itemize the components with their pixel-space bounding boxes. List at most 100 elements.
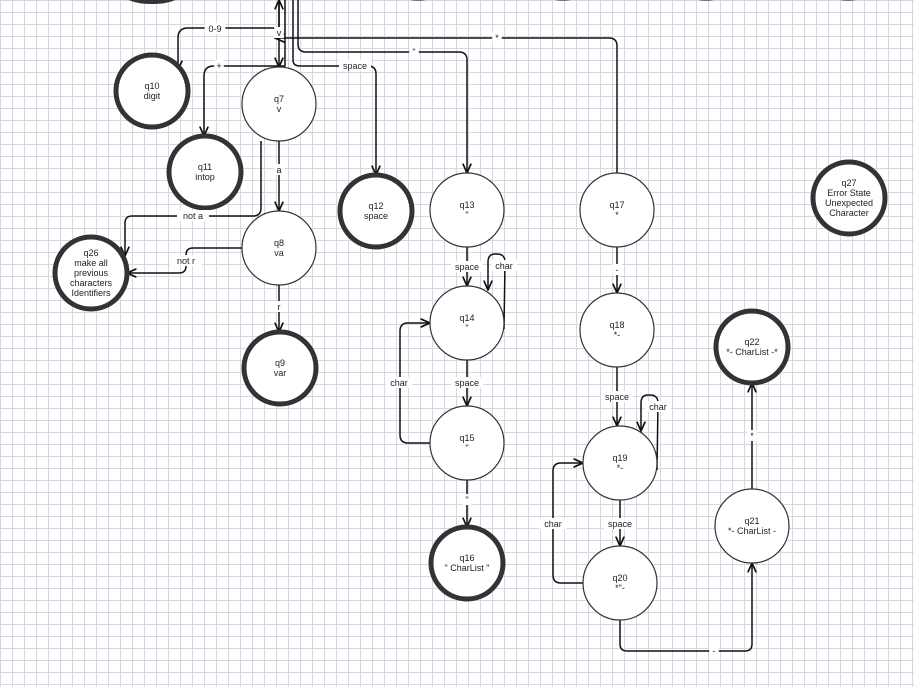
state-q20: q20*"- bbox=[582, 545, 658, 621]
state-circle bbox=[241, 66, 317, 142]
state-description: v bbox=[277, 104, 282, 114]
accepting-state-circle bbox=[52, 234, 130, 312]
state-description: Unexpected bbox=[825, 198, 873, 208]
edge-label-text: char bbox=[495, 261, 513, 271]
state-description: " bbox=[465, 210, 468, 220]
state-circle bbox=[714, 488, 790, 564]
edge-label-q8-q9: r bbox=[274, 301, 284, 312]
state-name: q10 bbox=[144, 81, 159, 91]
state-name: q9 bbox=[275, 358, 285, 368]
state-name: q8 bbox=[274, 238, 284, 248]
state-description: intop bbox=[195, 172, 215, 182]
edge-line bbox=[178, 0, 280, 70]
state-circle bbox=[582, 545, 658, 621]
state-name: q12 bbox=[368, 201, 383, 211]
edge-label-text: - bbox=[713, 646, 716, 656]
edge-label-text: space bbox=[608, 519, 632, 529]
state-name: q18 bbox=[609, 320, 624, 330]
edge-label-q13-q14: space bbox=[451, 261, 483, 272]
state-description: previous bbox=[74, 268, 109, 278]
edge-label-text: space bbox=[455, 262, 479, 272]
edge-label-text: 0-9 bbox=[208, 24, 221, 34]
edge-label-q17-q18: - bbox=[612, 264, 622, 275]
state-description: *- bbox=[614, 330, 621, 340]
state-name: q22 bbox=[744, 337, 759, 347]
edge-label-text: not r bbox=[177, 256, 195, 266]
edge-label-text: v bbox=[277, 28, 282, 38]
edge-label-text: * bbox=[750, 431, 754, 441]
edge-line bbox=[275, 38, 618, 173]
state-circle bbox=[429, 405, 505, 481]
edge-label-to-q13: " bbox=[409, 46, 419, 57]
state-description: Identifiers bbox=[71, 288, 111, 298]
state-description: *- bbox=[617, 463, 624, 473]
edge-q20-q21 bbox=[619, 563, 752, 652]
edge-label-text: not a bbox=[183, 211, 203, 221]
accepting-state-circle bbox=[428, 524, 506, 602]
edge-label-text: a bbox=[276, 165, 281, 175]
edge-label-to-q17: * bbox=[492, 32, 502, 43]
state-q13: q13" bbox=[429, 172, 505, 248]
state-description: space bbox=[364, 211, 388, 221]
state-name: q7 bbox=[274, 94, 284, 104]
state-description: " CharList " bbox=[445, 563, 490, 573]
state-q19: q19*- bbox=[582, 425, 658, 501]
edge-label-q21-q22: * bbox=[747, 430, 757, 441]
state-name: q26 bbox=[83, 248, 98, 258]
edge-label-text: char bbox=[649, 402, 667, 412]
edge-to-q13 bbox=[297, 0, 467, 173]
state-description: make all bbox=[74, 258, 108, 268]
state-name: q20 bbox=[612, 573, 627, 583]
edge-label-q20-q19: char bbox=[539, 518, 567, 529]
edge-label-text: r bbox=[278, 302, 281, 312]
accepting-state-circle bbox=[113, 52, 191, 130]
edge-label-q18-q19: space bbox=[601, 391, 633, 402]
edge-q14-loop bbox=[488, 253, 506, 330]
state-q14: q14" bbox=[429, 285, 505, 361]
state-circle bbox=[429, 285, 505, 361]
edge-label-q19-loop: char bbox=[644, 401, 672, 412]
edge-label-q14-loop: char bbox=[490, 260, 518, 271]
edge-label-q15-q14: char bbox=[385, 377, 413, 388]
state-q22: q22*- CharList -* bbox=[713, 308, 791, 386]
state-name: q19 bbox=[612, 453, 627, 463]
state-description: *"- bbox=[615, 583, 625, 593]
edge-line bbox=[641, 394, 659, 471]
edge-label-text: + bbox=[216, 61, 221, 71]
edge-label-to-q11: + bbox=[214, 60, 224, 71]
edge-label-q8-q26: not r bbox=[170, 255, 202, 266]
edge-label-text: " bbox=[465, 495, 468, 505]
edge-label-q7-q8: a bbox=[274, 164, 284, 175]
edge-to-q12 bbox=[292, 0, 376, 175]
edge-to-q11 bbox=[204, 0, 286, 136]
state-description: var bbox=[274, 368, 287, 378]
state-circle bbox=[429, 172, 505, 248]
state-circle bbox=[582, 425, 658, 501]
edge-label-q15-q16: " bbox=[462, 494, 472, 505]
state-name: q15 bbox=[459, 433, 474, 443]
state-q7: q7v bbox=[241, 66, 317, 142]
state-description: Error State bbox=[827, 188, 871, 198]
edge-label-text: - bbox=[616, 265, 619, 275]
accepting-state-circle bbox=[166, 133, 244, 211]
state-circle bbox=[579, 172, 655, 248]
state-name: q11 bbox=[198, 162, 212, 172]
state-name: q14 bbox=[459, 313, 474, 323]
edge-label-text: space bbox=[343, 61, 367, 71]
offscreen-states-top bbox=[129, 0, 856, 4]
edge-label-text: space bbox=[605, 392, 629, 402]
edge-label-q19-q20: space bbox=[604, 518, 636, 529]
state-name: q21 bbox=[744, 516, 759, 526]
state-name: q17 bbox=[609, 200, 624, 210]
edge-label-to-q10: 0-9 bbox=[204, 23, 226, 34]
edge-label-q7-q26: not a bbox=[177, 210, 209, 221]
edge-label-text: * bbox=[495, 33, 499, 43]
edge-line bbox=[297, 0, 467, 173]
